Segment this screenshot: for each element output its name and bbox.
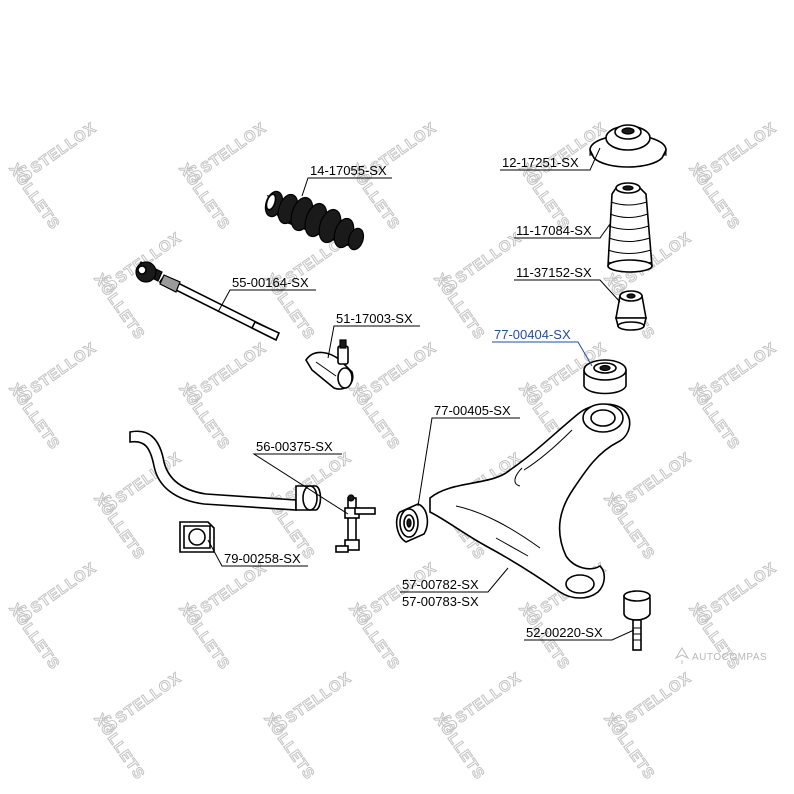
callout-labels: 14-17055-SX 55-00164-SX 51-17003-SX 12-1… <box>224 155 603 640</box>
ball-joint-drawing <box>623 590 651 651</box>
svg-text:STELLOX: STELLOX <box>368 339 440 397</box>
svg-text:STELLOX: STELLOX <box>453 229 525 287</box>
label-77-00404-sx: 77-00404-SX <box>494 327 571 342</box>
svg-text:STELLOX: STELLOX <box>113 449 185 507</box>
svg-text:STELLOX: STELLOX <box>198 339 270 397</box>
leader-lines <box>207 147 635 641</box>
svg-text:STELLOX: STELLOX <box>113 669 185 727</box>
svg-text:STELLOX: STELLOX <box>623 449 695 507</box>
label-57-00783-sx: 57-00783-SX <box>402 594 479 609</box>
autocompas-logo: AUTOCOMPAS <box>674 647 767 664</box>
tie-rod-drawing <box>135 261 281 342</box>
bump-stop-drawing <box>614 290 648 331</box>
label-11-37152-sx: 11-37152-SX <box>516 265 592 280</box>
strut-mount-drawing <box>589 124 667 168</box>
svg-text:STELLOX: STELLOX <box>28 559 100 617</box>
stabilizer-bushing-drawing <box>179 521 215 553</box>
front-bush-drawing <box>395 503 429 543</box>
svg-text:STELLOX: STELLOX <box>283 669 355 727</box>
svg-text:STELLOX: STELLOX <box>28 339 100 397</box>
svg-text:STELLOX: STELLOX <box>198 559 270 617</box>
rear-bush-drawing <box>583 359 627 395</box>
autocompas-icon <box>674 647 690 664</box>
label-52-00220-sx: 52-00220-SX <box>526 625 603 640</box>
label-11-17084-sx: 11-17084-SX <box>516 223 592 238</box>
tie-rod-end-drawing <box>305 339 354 390</box>
label-51-17003-sx: 51-17003-SX <box>336 311 413 326</box>
svg-text:STELLOX: STELLOX <box>708 339 780 397</box>
svg-text:STELLOX: STELLOX <box>708 559 780 617</box>
label-14-17055-sx: 14-17055-SX <box>310 163 387 178</box>
svg-text:STELLOX: STELLOX <box>28 119 100 177</box>
label-57-00782-sx: 57-00782-SX <box>402 577 479 592</box>
svg-text:STELLOX: STELLOX <box>708 119 780 177</box>
label-55-00164-sx: 55-00164-SX <box>232 275 309 290</box>
label-77-00405-sx: 77-00405-SX <box>434 403 511 418</box>
autocompas-text: AUTOCOMPAS <box>692 652 767 663</box>
steering-boot-drawing <box>264 190 365 251</box>
dust-boot-drawing <box>607 182 653 273</box>
label-56-00375-sx: 56-00375-SX <box>256 439 333 454</box>
svg-text:STELLOX: STELLOX <box>453 669 525 727</box>
control-arm-drawing <box>429 403 631 599</box>
svg-text:STELLOX: STELLOX <box>623 669 695 727</box>
label-12-17251-sx: 12-17251-SX <box>502 155 579 170</box>
svg-text:STELLOX: STELLOX <box>198 119 270 177</box>
stabilizer-link-drawing <box>335 494 376 553</box>
label-79-00258-sx: 79-00258-SX <box>224 551 301 566</box>
